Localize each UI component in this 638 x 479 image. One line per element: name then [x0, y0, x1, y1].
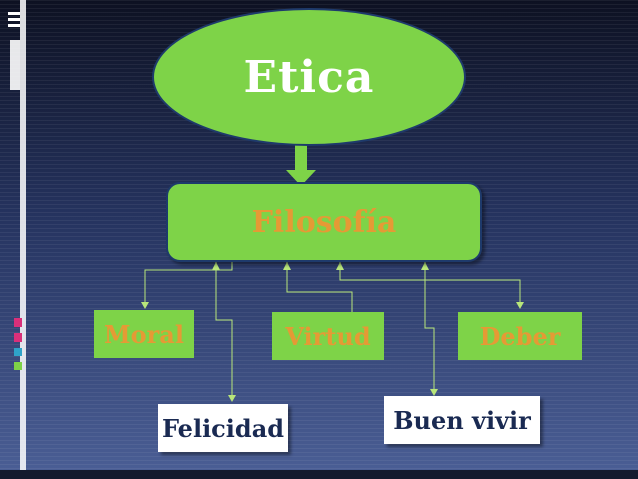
- connector-moral: [144, 262, 233, 305]
- side-decoration: [8, 0, 26, 470]
- arrowhead-deber-up: [336, 262, 344, 270]
- connector-buen-vivir: [424, 262, 435, 393]
- arrowhead-felicidad-up: [212, 262, 220, 270]
- node-deber-label: Deber: [479, 321, 561, 351]
- node-deber: Deber: [458, 312, 582, 360]
- node-moral: Moral: [94, 310, 194, 358]
- node-moral-label: Moral: [104, 319, 184, 349]
- node-felicidad-label: Felicidad: [161, 413, 285, 443]
- node-buen-vivir-label: Buen vivir: [393, 405, 531, 435]
- node-felicidad: Felicidad: [158, 404, 288, 452]
- connector-deber: [339, 262, 521, 305]
- arrowhead-felicidad-down: [228, 395, 236, 402]
- arrowhead-buen-vivir-down: [430, 389, 438, 396]
- connector-felicidad: [215, 262, 233, 398]
- arrowhead-deber-down: [516, 302, 524, 309]
- arrowhead-moral: [141, 302, 149, 309]
- bottom-bar: [0, 470, 638, 479]
- arrowhead-virtud-up: [283, 262, 291, 270]
- root-oval: Etica: [152, 8, 466, 146]
- center-box: Filosofía: [166, 182, 482, 262]
- node-virtud-label: Virtud: [285, 321, 371, 351]
- main-arrow-head: [286, 170, 316, 186]
- connector-virtud: [286, 262, 353, 312]
- center-label: Filosofía: [251, 204, 397, 240]
- main-arrow-shaft: [295, 145, 307, 171]
- arrowhead-buen-vivir-up: [421, 262, 429, 270]
- node-virtud: Virtud: [272, 312, 384, 360]
- node-buen-vivir: Buen vivir: [384, 396, 540, 444]
- root-label: Etica: [243, 51, 375, 103]
